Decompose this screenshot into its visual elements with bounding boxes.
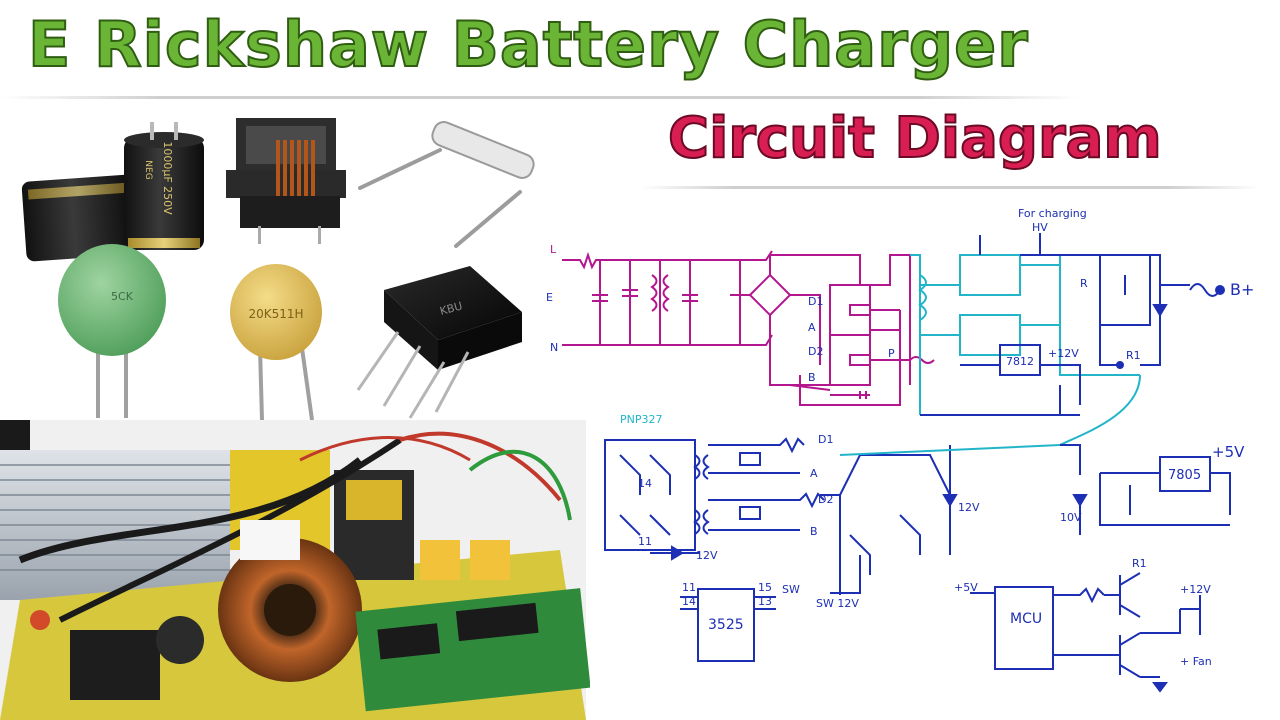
label-r1: R1 (1126, 349, 1141, 362)
varistor-photo: 20K511H (230, 264, 322, 421)
pwm-ic-labels: 3525 11 14 15 13 SW SW 12V (682, 581, 859, 633)
circuit-schematic: L E N D1 A D2 B P (546, 207, 1254, 693)
label-r1-mcu: R1 (1132, 557, 1147, 570)
title-rule-top (0, 96, 1080, 99)
label-pin-14b: 14 (638, 477, 652, 490)
title-line2: Circuit Diagram (667, 105, 1163, 172)
bridge-rectifier-photo: KBU (356, 266, 522, 419)
label-b: B (808, 371, 816, 384)
title-line1: E Rickshaw Battery Charger (27, 7, 1029, 82)
label-mcu-5v: +5V (954, 581, 978, 594)
capacitor-text: 1000μF 250V (161, 141, 174, 215)
choke-photo (226, 118, 346, 244)
label-N: N (550, 341, 558, 354)
output-labels: For charging HV R B+ R1 7812 +12V (1006, 207, 1254, 368)
label-12v-driver: 12V (696, 549, 718, 562)
label-7812: 7812 (1006, 355, 1034, 368)
label-hv: HV (1032, 221, 1048, 234)
label-pnp: PNP327 (620, 413, 663, 426)
label-d2: D2 (808, 345, 823, 358)
capacitor-photo: 1000μF 250V NEG (21, 122, 204, 262)
label-pin-11: 11 (682, 581, 696, 594)
component-photos: 1000μF 250V NEG 5CK 20K511H (0, 118, 590, 720)
label-L: L (550, 243, 557, 256)
input-filter-section (562, 250, 935, 406)
driver-labels: PNP327 D1 A D2 B 12V (620, 413, 833, 562)
label-pin-15: 15 (758, 581, 772, 594)
title-rule-bottom (640, 186, 1260, 189)
thermistor-photo: 5CK (58, 244, 166, 418)
label-b-plus: B+ (1230, 280, 1254, 299)
feedback-section (820, 444, 1231, 595)
label-a: A (808, 321, 816, 334)
output-section (910, 254, 1141, 446)
label-b-driver: B (810, 525, 818, 538)
label-d1-driver: D1 (818, 433, 833, 446)
bridge-text: KBU (438, 299, 463, 317)
charger-board-photo (0, 420, 590, 720)
label-7805: 7805 (1168, 468, 1201, 483)
regulator-section (920, 233, 1225, 416)
label-relay: R (1080, 277, 1088, 290)
label-sw: SW (782, 583, 800, 596)
feedback-cyan-wire (839, 444, 1061, 456)
label-a-driver: A (810, 467, 818, 480)
label-pin-11b: 11 (638, 535, 652, 548)
capacitor-brand: NEG (143, 160, 153, 179)
driver-section (604, 437, 825, 561)
label-d2-driver: D2 (818, 493, 833, 506)
varistor-text: 20K511H (248, 307, 303, 321)
label-zener-10v: 10V (1060, 511, 1082, 524)
mcu-section (970, 572, 1201, 693)
label-zener-12v: 12V (958, 501, 980, 514)
label-E: E (546, 291, 553, 304)
label-pin-13: 13 (758, 595, 772, 608)
label-3525: 3525 (708, 617, 744, 633)
label-pin-14: 14 (682, 595, 696, 608)
label-for-charging: For charging (1018, 207, 1087, 220)
feedback-labels: 12V 10V 7805 +5V (958, 443, 1245, 524)
fuse-photo (358, 121, 535, 248)
label-pb: P (888, 347, 895, 360)
pwm-ic-section (680, 555, 861, 662)
label-plus-12v: +12V (1048, 347, 1079, 360)
label-mcu: MCU (1010, 611, 1042, 627)
label-d1: D1 (808, 295, 823, 308)
label-sw-12v: SW 12V (816, 597, 859, 610)
label-fan: + Fan (1180, 655, 1212, 668)
label-fan-12v: +12V (1180, 583, 1211, 596)
input-labels: L E N D1 A D2 B P (546, 243, 895, 384)
mcu-labels: MCU +5V R1 +12V + Fan 14 11 (638, 477, 1212, 668)
label-plus-5v: +5V (1212, 443, 1245, 461)
thermistor-text: 5CK (111, 290, 134, 303)
